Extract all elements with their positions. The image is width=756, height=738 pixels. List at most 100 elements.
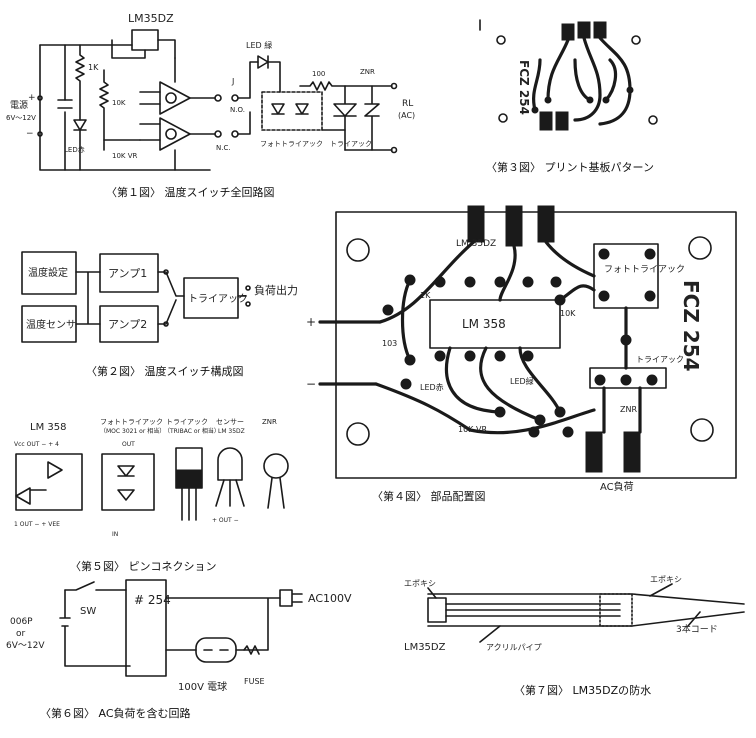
fig1-r1k-label: 1K [88,63,99,72]
fig5-sensor-label: センサー [216,418,244,426]
fig6-source-a: 006P [10,617,33,627]
fig3-pcb-pattern: FCZ 254 [479,19,658,131]
fig6-sw-label: SW [80,606,96,617]
fig4-vr-label: 10K VR [458,425,487,434]
fig4-ac-load-label: AC負荷 [600,481,634,493]
fig7-waterproofing: エポキシ エポキシ LM35DZ アクリルパイプ 3本コード [404,575,745,653]
fig5-photo-triac-part: （MOC 3021 or 相当） [100,427,165,435]
fig6-switch [64,581,127,591]
fig2-triac-block [183,277,239,319]
fig2-temp-set-label: 温度設定 [28,266,68,279]
fig1-led-red-label: LED赤 [64,146,85,154]
fig4-triac-label: トライアック [636,355,684,364]
fig7-epoxy1-label: エポキシ [404,579,436,588]
fig1-r100-label: 100 [312,70,325,78]
fig5-triac-part: （TRIBAC or 相当） [164,427,220,435]
fig1-triac-label: トライアック [330,140,372,148]
fig6-fuse [243,645,260,655]
fig6-board-label: # 254 [134,593,171,607]
fig2-block-diagram: 温度設定 温度センサ アンプ1 アンプ2 トライアック 負荷出力 [21,251,298,343]
fig5-pin-connection: LM 358 Vcc OUT − + 4 1 OUT − + VEE フォトトラ… [14,418,289,538]
fig1-supply-range: 6V〜12V [6,114,36,122]
fig1-r10k-label: 10K [112,99,126,107]
fig1-ac-label: (AC) [398,111,415,120]
fig5-znr-body [263,453,289,479]
fig6-lamp [195,637,237,663]
fig4-component-layout: + − LM 358 フォトトライアック トライアック LM 35DZ 1K 1… [306,205,737,493]
fig6-board-block [125,579,167,677]
fig4-r1k-label: 1K [420,291,431,300]
fig1-no-label: N.O. [230,106,245,114]
fig1-cap [57,99,73,109]
fig1-plus-terminal [37,95,43,101]
fig5-lm358-label: LM 358 [30,422,66,433]
fig6-source-b: 6V〜12V [6,641,45,651]
fig1-photo-diodes [271,103,309,115]
fig1-top-rail [39,39,176,59]
fig2-temp-set-block [21,251,77,295]
fig1-r10k [99,69,109,151]
fig1-amp1 [159,81,191,115]
fig1-j-label: J [231,77,234,86]
fig1-ic-label: LM35DZ [128,12,174,25]
fig1-amp-wiring [139,57,176,171]
fig4-photo-triac-label: フォトトライアック [604,264,685,275]
fig7-epoxy-seal [599,593,633,627]
fig2-output-label: 負荷出力 [254,283,298,297]
fig4-lm358 [429,299,561,349]
fig5-lm358-body [15,453,83,511]
fig3-traces [532,36,632,126]
fig1-triac [333,85,357,151]
fig6-lamp-label: 100V 電球 [178,680,227,693]
fig5-sensor-pins: + OUT − [212,517,239,524]
fig1-led-green [257,55,281,93]
fig7-sensor-body [427,597,447,623]
fig7-caption: 〈第７図〉 LM35DZの防水 [514,683,651,697]
fig6-ac-circuit: 006P or 6V〜12V SW # 254 100V 電球 FUSE AC1… [6,579,352,693]
fig1-minus-terminal [37,131,43,137]
fig4-r10k-label: 10K [560,309,576,318]
fig3-mount-hole [496,35,506,45]
fig1-amp2 [159,117,191,151]
fig6-plug [279,589,303,607]
fig1-vr-label: 10K VR [112,152,138,160]
fig4-caption: 〈第４図〉 部品配置図 [372,489,486,503]
fig5-photo-out-label: OUT [122,441,135,448]
fig2-caption: 〈第２図〉 温度スイッチ構成図 [86,364,244,378]
fig1-supply-label: 電源 [10,100,28,111]
fig6-wires [165,597,281,651]
fig1-led-green-label: LED 緑 [246,40,272,50]
fig2-temp-sensor-label: 温度センサ [26,318,76,331]
fig1-circuit: LM35DZ 1K LED赤 10K 10K VR + 電源 6V〜12V − [6,12,415,171]
fig5-photo-in-label: IN [112,531,118,538]
fig4-pads [382,248,658,438]
fig1-rl-label: RL [402,99,413,109]
fig4-board-label: FCZ 254 [679,280,703,372]
fig1-led-red [73,119,87,171]
fig5-znr-label: ZNR [262,418,277,426]
fig4-mount-hole [346,238,370,262]
fig5-pin-top-label: Vcc OUT − + 4 [14,441,59,448]
fig1-left-rail [39,44,211,171]
fig1-r100 [299,81,346,91]
fig4-lm35-label: LM 35DZ [456,239,496,249]
fig4-triac [589,367,667,389]
fig6-fuse-label: FUSE [244,677,265,686]
fig4-board-outline [335,211,737,479]
fig7-pipe-label: アクリルパイプ [486,643,542,652]
fig4-minus: − [306,377,316,391]
fig4-traces [374,238,642,435]
fig2-amp1-label: アンプ1 [108,267,147,280]
fig3-board-label: FCZ 254 [517,60,531,115]
fig6-ac-label: AC100V [308,592,352,605]
fig7-cord-wires [445,603,621,617]
fig1-minus: − [26,129,34,139]
fig2-amp1-block [99,253,159,293]
fig1-nc-label: N.C. [216,144,231,152]
fig3-caption: 〈第３図〉 プリント基板パターン [486,160,654,174]
fig4-led-red-label: LED赤 [420,383,444,392]
fig4-cap-label: 103 [382,339,397,348]
fig1-gnd-link [111,39,146,59]
fig4-supply-leads [318,320,382,386]
